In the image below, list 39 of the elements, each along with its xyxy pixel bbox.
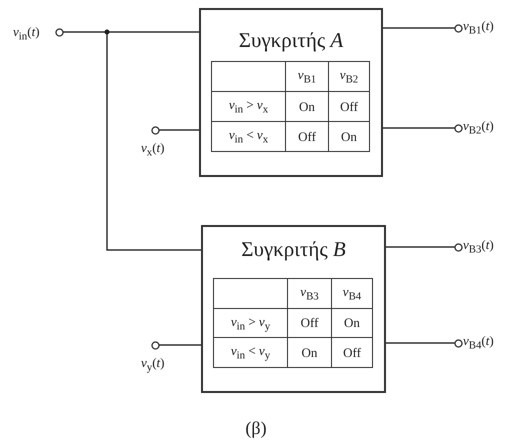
wire (386, 246, 454, 248)
figure-caption: (β) (244, 418, 268, 439)
signal-label: v$_{B1}$(t) (463, 18, 494, 37)
table-cell: v$_{B2}$ (328, 62, 370, 92)
wire (386, 342, 454, 344)
table-cell: v$_{in}$ < v$_{x}$ (212, 122, 286, 152)
table-cell: On (288, 338, 332, 368)
signal-label: v$_{B4}$(t) (463, 333, 494, 352)
wire (158, 344, 201, 346)
signal-label: v$_{y}$(t) (141, 355, 165, 374)
table-cell: v$_{in}$ > v$_{y}$ (214, 308, 288, 338)
table-cell: v$_{B3}$ (288, 278, 332, 308)
signal-label: v$_{B3}$(t) (463, 237, 494, 256)
comparator-box (199, 8, 383, 177)
table-cell: On (286, 92, 328, 122)
signal-label: v$_{in}$(t) (13, 24, 40, 43)
junction-dot (104, 30, 110, 34)
signal-label: v$_{x}$(t) (141, 140, 165, 159)
wire (383, 27, 454, 29)
wire (107, 31, 199, 33)
table-cell: Off (332, 338, 372, 368)
box-title: Συγκριτής A (238, 28, 344, 53)
wire (158, 129, 199, 131)
wire (62, 31, 107, 33)
wire (383, 127, 454, 129)
table-cell: v$_{B1}$ (286, 62, 328, 92)
table-cell: v$_{in}$ > v$_{x}$ (212, 92, 286, 122)
table-cell: On (328, 122, 370, 152)
wire (106, 32, 201, 251)
table-cell: Off (328, 92, 370, 122)
table-cell: Off (286, 122, 328, 152)
table-cell: v$_{in}$ < v$_{y}$ (214, 338, 288, 368)
table-cell: Off (288, 308, 332, 338)
signal-label: v$_{B2}$(t) (463, 118, 494, 137)
box-title: Συγκριτής B (240, 237, 347, 262)
comparator-box (201, 225, 386, 393)
table-cell: On (332, 308, 372, 338)
terminal (13, 24, 64, 41)
table-cell: v$_{B4}$ (332, 278, 372, 308)
